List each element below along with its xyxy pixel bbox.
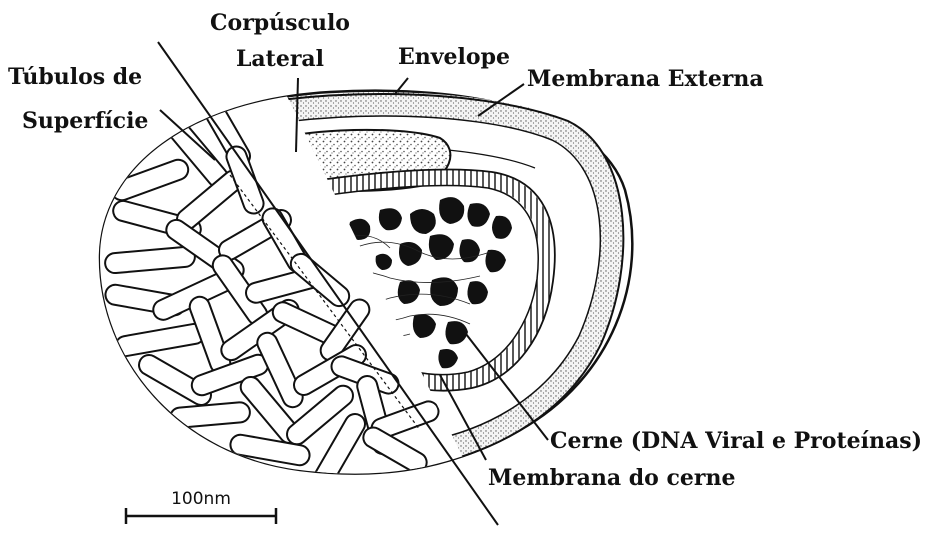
label-tubulos-1: Túbulos de xyxy=(8,64,142,90)
label-tubulos-2: Superfície xyxy=(22,108,148,134)
label-envelope: Envelope xyxy=(398,44,510,70)
label-membrana-cerne: Membrana do cerne xyxy=(488,465,735,491)
label-cerne: Cerne (DNA Viral e Proteínas) xyxy=(550,428,922,454)
scale-bar: 100nm xyxy=(126,489,276,524)
label-corpusculo-1: Corpúsculo xyxy=(210,10,350,36)
label-membrana-externa: Membrana Externa xyxy=(527,66,764,92)
label-corpusculo-2: Lateral xyxy=(236,46,324,72)
scale-bar-label: 100nm xyxy=(171,489,231,509)
